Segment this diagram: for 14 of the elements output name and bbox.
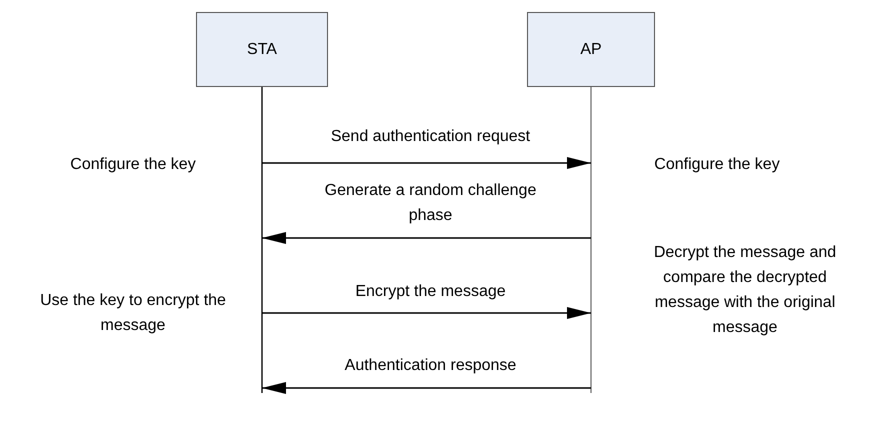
edge-label: Generate a random challenge phase bbox=[324, 181, 538, 226]
message-arrow bbox=[262, 382, 591, 394]
message-arrow bbox=[262, 307, 591, 319]
message-arrow bbox=[262, 232, 591, 244]
edge-label: Send authentication request bbox=[330, 127, 532, 147]
step-note: Decrypt the message and compare the decrypted message with the original message bbox=[652, 243, 838, 338]
step-note: Configure the key bbox=[653, 155, 781, 175]
participant-box: AP bbox=[527, 12, 655, 87]
edge-label: Encrypt the message bbox=[354, 282, 507, 302]
participant-box: STA bbox=[196, 12, 328, 87]
message-arrow bbox=[262, 157, 591, 169]
step-note: Configure the key bbox=[69, 155, 197, 175]
step-note: Use the key to encrypt the message bbox=[39, 291, 227, 336]
edge-label: Authentication response bbox=[344, 356, 518, 376]
